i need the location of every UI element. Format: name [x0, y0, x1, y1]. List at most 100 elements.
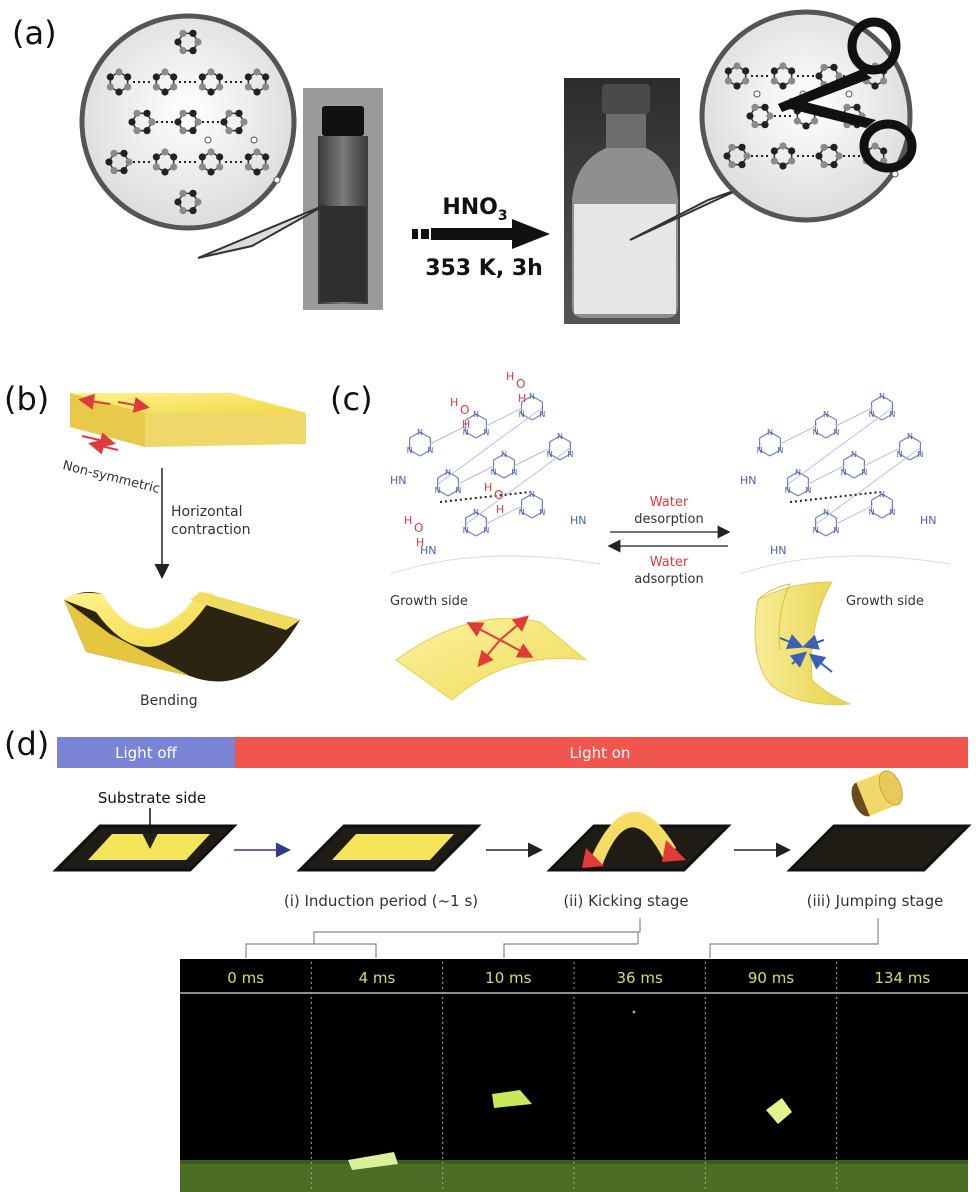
- atom: [853, 103, 861, 111]
- atom: [174, 118, 182, 126]
- hydrogen-atom: [204, 136, 212, 144]
- ring-bond: [409, 431, 421, 439]
- stage-kicking: [546, 811, 732, 872]
- ring-bond: [759, 431, 771, 439]
- atom: [128, 118, 136, 126]
- forward-word2: desorption: [634, 512, 703, 527]
- ring-bond: [521, 413, 533, 421]
- ring-bond: [419, 431, 431, 439]
- atom: [120, 149, 128, 157]
- nitrogen-atom: N: [529, 490, 535, 499]
- ring-bond: [447, 489, 459, 497]
- atom: [216, 163, 224, 171]
- hydrogen-atom: [250, 136, 258, 144]
- atom: [843, 103, 851, 111]
- atom: [148, 118, 156, 126]
- ring-bond: [493, 471, 505, 479]
- amine-group: HN: [570, 514, 587, 527]
- nitrogen-atom: N: [539, 508, 545, 517]
- atom: [105, 158, 113, 166]
- nitrogen-atom: N: [889, 410, 895, 419]
- frame-time-label: 90 ms: [748, 969, 794, 987]
- nitrogen-atom: N: [473, 508, 479, 517]
- amine-group: HN: [770, 544, 787, 557]
- atom: [235, 127, 243, 135]
- stage-substrate: [52, 808, 238, 872]
- atom: [198, 73, 206, 81]
- water-hydrogen: H: [462, 418, 470, 431]
- nitrogen-atom: N: [567, 450, 573, 459]
- atom: [198, 163, 206, 171]
- reverse-word2: adsorption: [634, 572, 703, 587]
- atom: [779, 162, 787, 170]
- atom: [225, 127, 233, 135]
- flat-film: [395, 615, 588, 701]
- nitrogen-atom: N: [463, 428, 469, 437]
- light-off-bar: [57, 737, 235, 768]
- atom: [152, 163, 160, 171]
- nitrogen-atom: N: [483, 526, 489, 535]
- atom: [216, 73, 224, 81]
- zoom-wedge-left: [197, 204, 326, 259]
- atom: [820, 143, 828, 151]
- ring-bond: [521, 511, 533, 519]
- link-bond: [457, 465, 495, 485]
- reverse-word1: Water: [650, 555, 689, 570]
- link-bond: [485, 407, 523, 427]
- atom: [728, 143, 736, 151]
- non-symmetric-caption: Non-symmetric: [61, 458, 161, 497]
- atom: [770, 157, 778, 165]
- ring-bond: [871, 413, 883, 421]
- ring-bond: [909, 435, 921, 443]
- link-bond: [835, 407, 873, 427]
- atom: [198, 83, 206, 91]
- atom: [174, 198, 182, 206]
- link-bond: [429, 425, 467, 445]
- nitrogen-atom: N: [407, 446, 413, 455]
- water-molecule: OHH: [450, 396, 470, 431]
- ring-bond: [881, 511, 893, 519]
- atom: [738, 143, 746, 151]
- nitrogen-atom: N: [473, 410, 479, 419]
- atom: [152, 73, 160, 81]
- light-off-label: Light off: [115, 744, 177, 762]
- nitrogen-atom: N: [529, 392, 535, 401]
- stage1-caption: (i) Induction period (~1 s): [284, 892, 478, 910]
- link-bond: [513, 447, 551, 467]
- atom: [220, 118, 228, 126]
- ring-bond: [815, 511, 827, 519]
- atom: [724, 67, 732, 75]
- water-molecule: OHH: [404, 514, 424, 549]
- nitrogen-atom: N: [879, 490, 885, 499]
- ring-bond: [475, 529, 487, 537]
- atom: [743, 152, 751, 160]
- panel-c-label: (c): [330, 380, 373, 418]
- nitrogen-atom: N: [907, 432, 913, 441]
- atom: [835, 72, 843, 80]
- atom: [170, 73, 178, 81]
- atom: [253, 168, 261, 176]
- atom: [179, 127, 187, 135]
- film-frame-3: [492, 1090, 532, 1108]
- link-bond: [787, 407, 893, 485]
- nitrogen-atom: N: [861, 468, 867, 477]
- atom: [793, 117, 801, 125]
- ring-bond: [465, 511, 477, 519]
- backbone: [739, 555, 951, 575]
- nitrogen-atom: N: [463, 526, 469, 535]
- ring-bond: [475, 511, 487, 519]
- water-hydrogen: H: [484, 481, 492, 494]
- reagent-label: HNO3: [442, 195, 507, 224]
- nitrogen-atom: N: [917, 450, 923, 459]
- nitrogen-atom: N: [519, 508, 525, 517]
- ring-bond: [871, 493, 883, 501]
- ring-bond: [797, 489, 809, 497]
- ring-bond: [825, 413, 837, 421]
- atom: [262, 83, 270, 91]
- nitrogen-atom: N: [823, 508, 829, 517]
- ring-bond: [825, 511, 837, 519]
- atom: [253, 148, 261, 156]
